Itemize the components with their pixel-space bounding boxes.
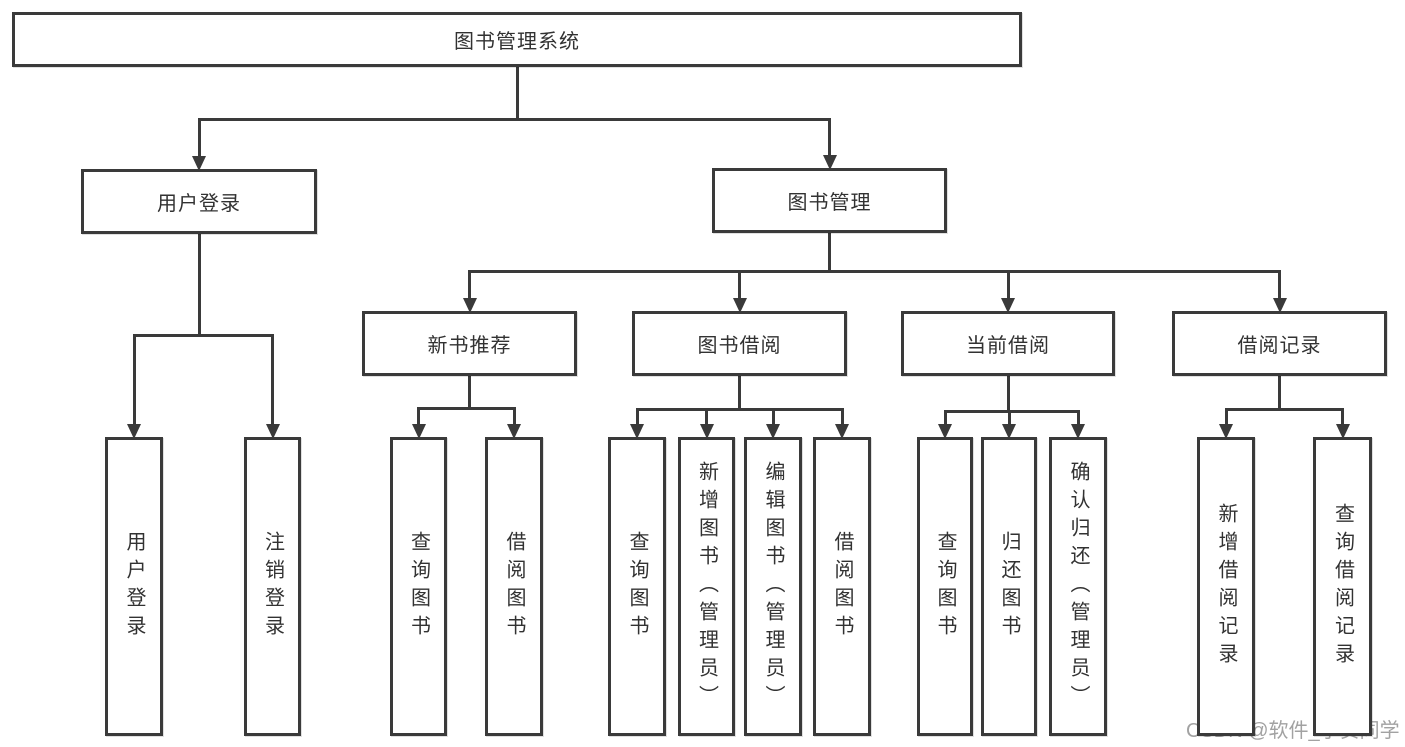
arrow-down-icon — [462, 298, 477, 313]
arrow-down-icon — [265, 424, 280, 439]
node-leaf-bb-edit: 编辑图书（管理员） — [744, 437, 802, 736]
connector-line — [1224, 408, 1344, 411]
connector-line — [943, 410, 1080, 413]
node-label: 查询图书 — [626, 530, 648, 643]
connector-line — [468, 270, 471, 299]
node-label: 注销登录 — [261, 530, 284, 643]
node-root: 图书管理系统 — [12, 12, 1022, 67]
node-leaf-bb-query: 查询图书 — [608, 437, 666, 736]
arrow-down-icon — [507, 424, 521, 439]
node-leaf-logout: 注销登录 — [244, 437, 301, 736]
connector-line — [512, 407, 516, 425]
node-leaf-bb-borrow: 借阅图书 — [813, 437, 871, 736]
arrow-down-icon — [835, 424, 849, 439]
node-label: 当前借阅 — [966, 335, 1050, 357]
node-book-borrow: 图书借阅 — [632, 311, 847, 376]
node-label: 图书借阅 — [697, 335, 782, 357]
node-label: 查询图书 — [407, 530, 430, 643]
connector-line — [738, 375, 741, 411]
connector-line — [1076, 410, 1080, 425]
node-label: 归还图书 — [998, 530, 1020, 643]
connector-line — [1007, 410, 1011, 425]
connector-line — [828, 118, 831, 156]
node-leaf-user-login: 用户登录 — [105, 437, 163, 736]
connector-line — [271, 334, 274, 425]
node-label: 用户登录 — [157, 193, 241, 215]
node-book-mgmt: 图书管理 — [712, 168, 947, 233]
connector-line — [771, 408, 775, 425]
arrow-down-icon — [192, 156, 206, 171]
arrow-down-icon — [630, 424, 644, 439]
node-leaf-br-add: 新增借阅记录 — [1197, 437, 1255, 736]
connector-line — [1278, 270, 1281, 299]
arrow-down-icon — [822, 155, 837, 170]
node-leaf-cb-confirm: 确认归还（管理员） — [1049, 437, 1107, 736]
arrow-down-icon — [1335, 424, 1350, 439]
connector-line — [1006, 375, 1010, 413]
connector-line — [1341, 408, 1344, 425]
node-label: 查询图书 — [934, 530, 956, 643]
arrow-down-icon — [411, 424, 426, 439]
node-label: 确认归还（管理员） — [1067, 460, 1089, 713]
node-label: 新增图书（管理员） — [695, 460, 718, 713]
connector-line — [197, 118, 831, 121]
node-leaf-nbr-borrow: 借阅图书 — [485, 437, 543, 736]
connector-line — [840, 408, 844, 425]
node-label: 新增借阅记录 — [1215, 502, 1237, 671]
node-label: 借阅图书 — [503, 530, 525, 643]
node-label: 新书推荐 — [427, 335, 512, 357]
arrow-down-icon — [1071, 424, 1085, 439]
node-label: 用户登录 — [123, 530, 145, 643]
connector-line — [515, 66, 519, 121]
connector-line — [132, 334, 274, 337]
node-user-login: 用户登录 — [81, 169, 317, 234]
connector-line — [705, 408, 708, 425]
node-current-borrow: 当前借阅 — [901, 311, 1115, 376]
arrow-down-icon — [1002, 424, 1016, 439]
connector-line — [635, 408, 639, 425]
arrow-down-icon — [1272, 298, 1287, 313]
arrow-down-icon — [127, 424, 141, 439]
connector-line — [1224, 408, 1228, 425]
connector-line — [468, 270, 1281, 273]
connector-line — [828, 232, 831, 273]
connector-line — [738, 270, 741, 299]
arrow-down-icon — [732, 298, 747, 313]
connector-line — [417, 407, 420, 425]
connector-line — [1278, 375, 1281, 411]
node-label: 编辑图书（管理员） — [762, 460, 784, 713]
connector-line — [943, 410, 947, 425]
connector-line — [635, 408, 844, 411]
connector-line — [197, 118, 201, 157]
node-leaf-br-query: 查询借阅记录 — [1313, 437, 1372, 736]
arrow-down-icon — [938, 424, 952, 439]
arrow-down-icon — [699, 424, 714, 439]
node-label: 借阅记录 — [1237, 335, 1322, 357]
connector-line — [197, 233, 201, 337]
node-label: 图书管理系统 — [454, 31, 580, 53]
connector-line — [132, 334, 136, 425]
connector-line — [468, 375, 471, 410]
arrow-down-icon — [766, 424, 780, 439]
node-leaf-bb-add: 新增图书（管理员） — [678, 437, 735, 736]
arrow-down-icon — [1001, 298, 1015, 313]
node-leaf-cb-query: 查询图书 — [917, 437, 973, 736]
node-leaf-cb-return: 归还图书 — [981, 437, 1037, 736]
connector-line — [1006, 270, 1010, 299]
arrow-down-icon — [1219, 424, 1233, 439]
node-label: 借阅图书 — [831, 530, 853, 643]
connector-line — [417, 407, 516, 410]
node-new-book-rec: 新书推荐 — [362, 311, 577, 376]
node-label: 图书管理 — [787, 192, 872, 214]
node-borrow-records: 借阅记录 — [1172, 311, 1387, 376]
node-leaf-nbr-query: 查询图书 — [390, 437, 447, 736]
node-label: 查询借阅记录 — [1331, 502, 1354, 671]
